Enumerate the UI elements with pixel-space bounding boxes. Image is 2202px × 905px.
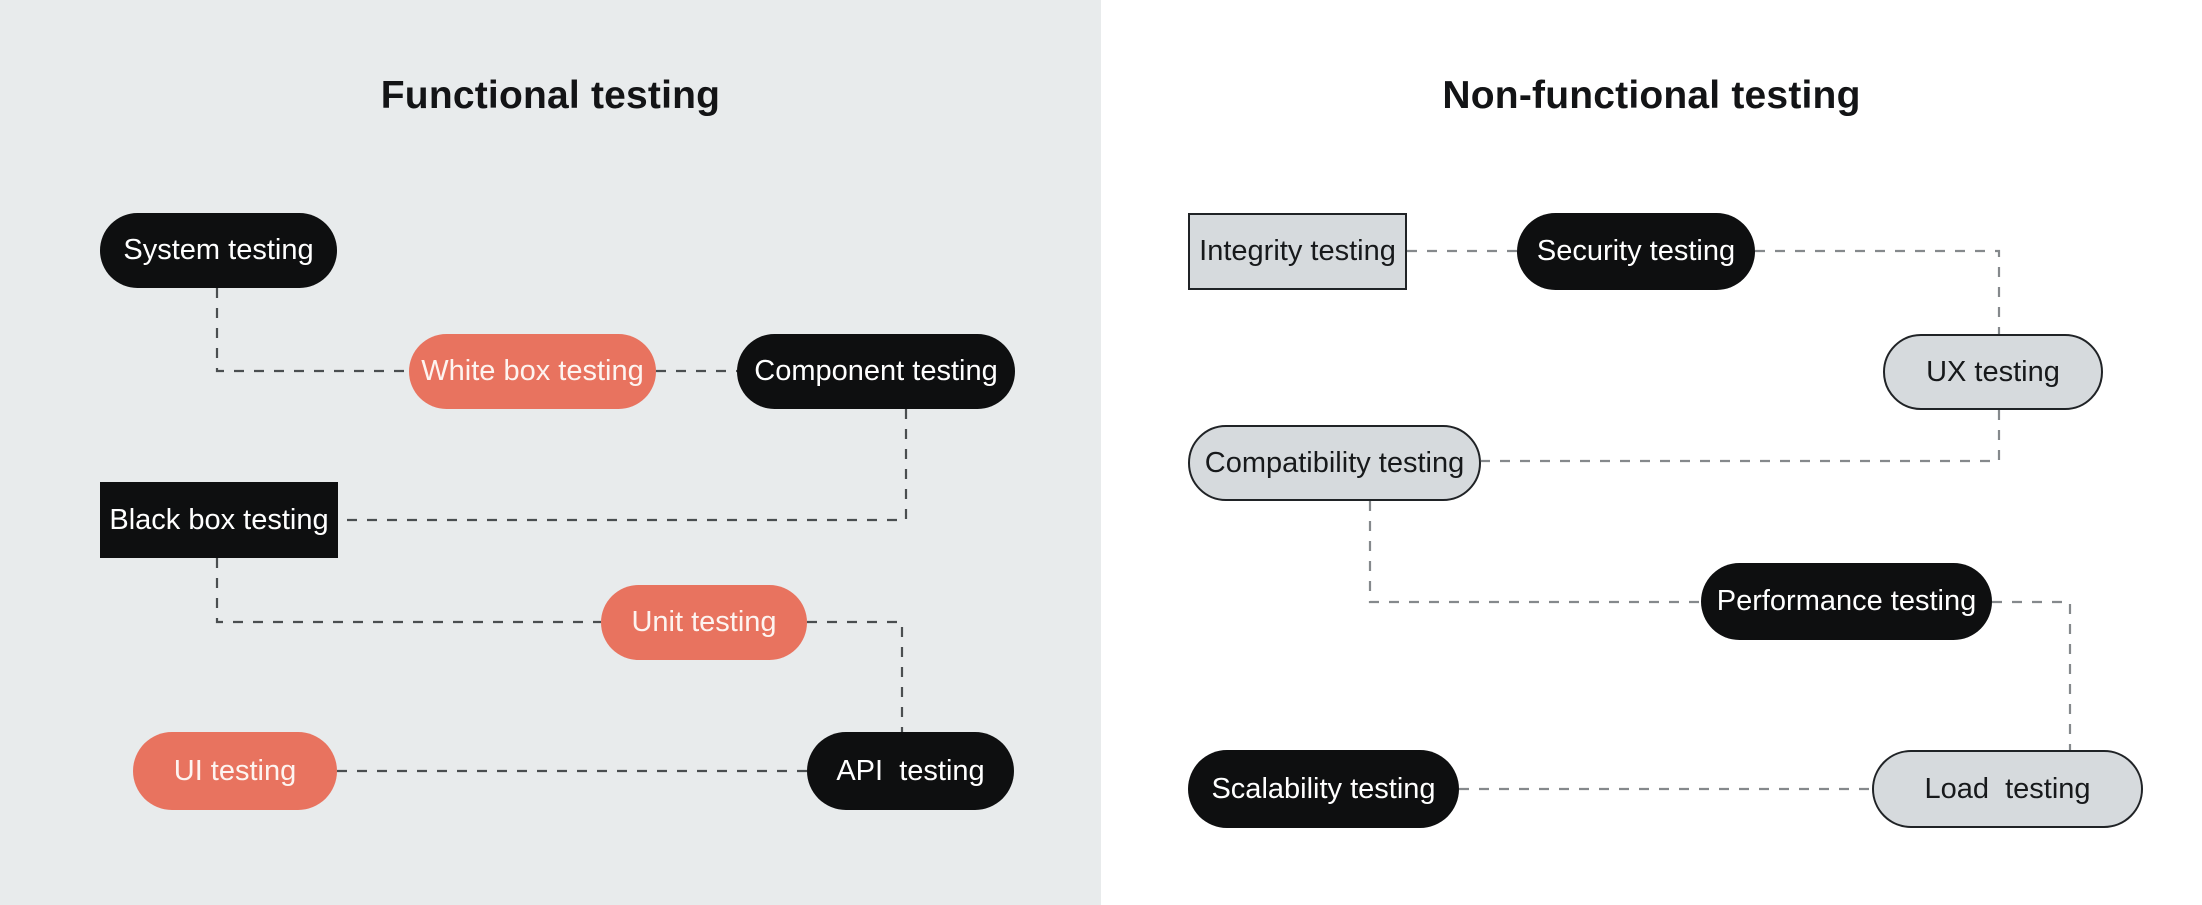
node-compatibility-testing: Compatibility testing xyxy=(1188,425,1481,501)
node-black-box-testing-label: Black box testing xyxy=(109,503,329,536)
node-api-testing-label: API testing xyxy=(836,754,985,787)
node-scalability-testing: Scalability testing xyxy=(1188,750,1459,828)
node-unit-testing: Unit testing xyxy=(601,585,807,660)
node-ui-testing-label: UI testing xyxy=(173,754,297,787)
functional-panel-title: Functional testing xyxy=(380,74,721,117)
node-compatibility-testing-label: Compatibility testing xyxy=(1204,446,1465,479)
node-system-testing: System testing xyxy=(100,213,337,288)
node-white-box-testing: White box testing xyxy=(409,334,656,409)
node-white-box-testing-label: White box testing xyxy=(421,355,644,387)
node-component-testing: Component testing xyxy=(737,334,1015,409)
node-load-testing: Load testing xyxy=(1872,750,2143,828)
non-functional-panel-title: Non-functional testing xyxy=(1442,74,1861,117)
node-integrity-testing-label: Integrity testing xyxy=(1199,235,1396,267)
node-security-testing: Security testing xyxy=(1517,213,1755,290)
node-ux-testing-label: UX testing xyxy=(1926,355,2060,388)
node-ui-testing: UI testing xyxy=(133,732,337,810)
node-ux-testing: UX testing xyxy=(1883,334,2103,410)
node-black-box-testing: Black box testing xyxy=(100,482,338,558)
node-performance-testing: Performance testing xyxy=(1701,563,1992,640)
node-scalability-testing-label: Scalability testing xyxy=(1211,772,1436,805)
node-performance-testing-label: Performance testing xyxy=(1716,585,1977,617)
node-unit-testing-label: Unit testing xyxy=(631,606,777,638)
node-security-testing-label: Security testing xyxy=(1536,235,1736,267)
node-integrity-testing: Integrity testing xyxy=(1188,213,1407,290)
node-load-testing-label: Load testing xyxy=(1924,772,2091,805)
node-component-testing-label: Component testing xyxy=(754,355,998,387)
node-system-testing-label: System testing xyxy=(123,234,314,266)
node-api-testing: API testing xyxy=(807,732,1014,810)
